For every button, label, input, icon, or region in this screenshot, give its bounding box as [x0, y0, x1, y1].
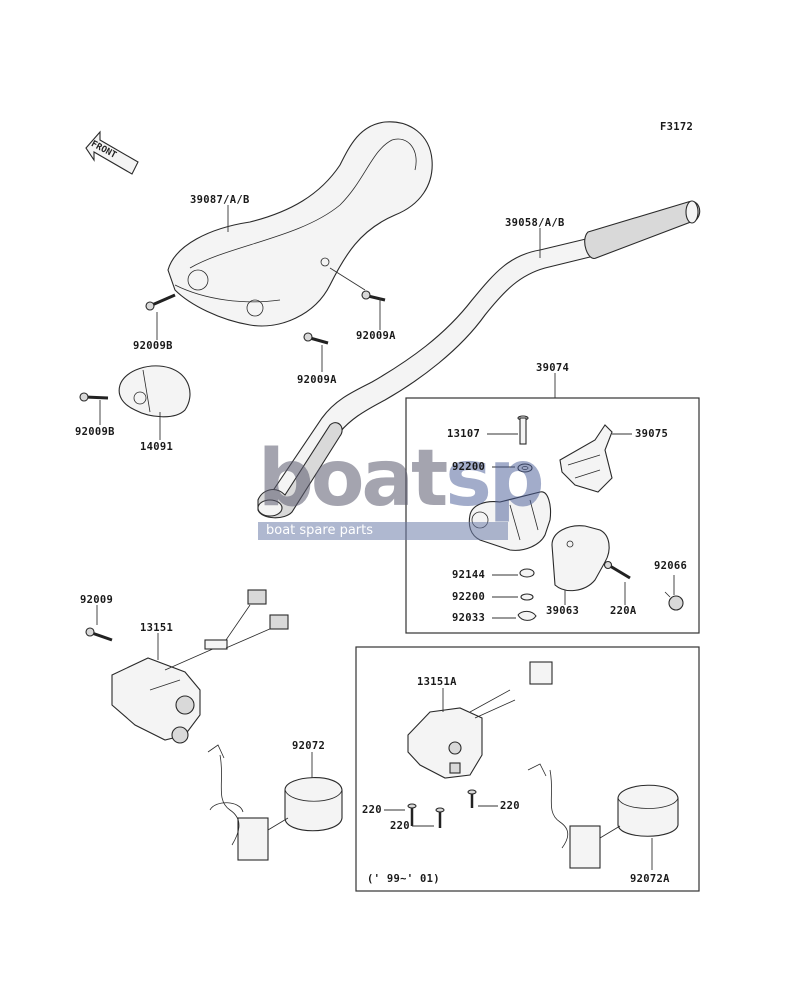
label-39074: 39074	[536, 362, 570, 374]
label-92072A: 92072A	[630, 873, 670, 885]
label-92200-b: 92200	[452, 591, 486, 603]
label-14091: 14091	[140, 441, 174, 453]
watermark-logo: boatsp	[258, 440, 545, 518]
screw-92009A-lower-drawing	[303, 332, 329, 345]
label-39075: 39075	[635, 428, 669, 440]
screw-92009B-left-drawing	[79, 392, 109, 402]
label-92009: 92009	[80, 594, 114, 606]
label-92009B-left: 92009B	[75, 426, 115, 438]
watermark-bar	[258, 522, 508, 540]
switch-13151A-drawing	[407, 661, 553, 779]
watermark-brand-left: boat	[258, 434, 448, 524]
lanyard-clip-92072A-drawing	[527, 763, 679, 869]
washer-92200-b-drawing	[520, 593, 534, 601]
switch-13151-drawing	[111, 589, 289, 744]
spring-92144-drawing	[519, 568, 535, 578]
label-220-b: 220	[390, 820, 410, 832]
handlebar-cover-drawing	[167, 121, 433, 327]
lanyard-clip-92072-drawing	[207, 744, 343, 861]
label-13151: 13151	[140, 622, 174, 634]
label-13151A: 13151A	[417, 676, 457, 688]
label-220-a: 220	[362, 804, 382, 816]
label-92144: 92144	[452, 569, 486, 581]
clip-92033-drawing	[517, 610, 537, 621]
handlebar-tube-drawing	[257, 200, 701, 519]
label-39058: 39058/A/B	[505, 217, 565, 229]
year-note: (' 99~' 01)	[367, 873, 440, 885]
label-92009A-right: 92009A	[356, 330, 396, 342]
clamp-cover-14091-drawing	[118, 365, 191, 418]
throttle-lever-39075-drawing	[559, 424, 613, 493]
screw-220-c-drawing	[467, 789, 477, 808]
label-92072: 92072	[292, 740, 326, 752]
label-92009A-lower: 92009A	[297, 374, 337, 386]
label-39063: 39063	[546, 605, 580, 617]
cap-92066-drawing	[664, 591, 684, 611]
screw-92009A-right-drawing	[361, 290, 386, 302]
label-92033: 92033	[452, 612, 486, 624]
label-220-c: 220	[500, 800, 520, 812]
assembly-box-99-01	[355, 646, 700, 892]
front-direction-arrow-icon	[85, 130, 139, 175]
leader-lines	[96, 205, 675, 870]
assembly-box-39074	[405, 397, 700, 634]
screw-92009-drawing	[85, 627, 113, 642]
screw-220A-drawing	[603, 560, 631, 580]
label-92200-a: 92200	[452, 461, 486, 473]
label-39087: 39087/A/B	[190, 194, 250, 206]
screw-92009B-top-drawing	[145, 293, 176, 311]
housing-39063-drawing	[551, 525, 610, 592]
label-13107: 13107	[447, 428, 481, 440]
label-92009B-top: 92009B	[133, 340, 173, 352]
label-92066: 92066	[654, 560, 688, 572]
label-220A: 220A	[610, 605, 637, 617]
figure-code: F3172	[660, 121, 694, 133]
watermark-tagline: boat spare parts	[266, 523, 374, 538]
screw-220-b-drawing	[435, 807, 445, 828]
screw-220-a-drawing	[407, 803, 417, 826]
washer-92200-a-drawing	[517, 463, 533, 473]
pin-13107-drawing	[517, 415, 529, 445]
watermark-brand-right: sp	[445, 434, 544, 524]
